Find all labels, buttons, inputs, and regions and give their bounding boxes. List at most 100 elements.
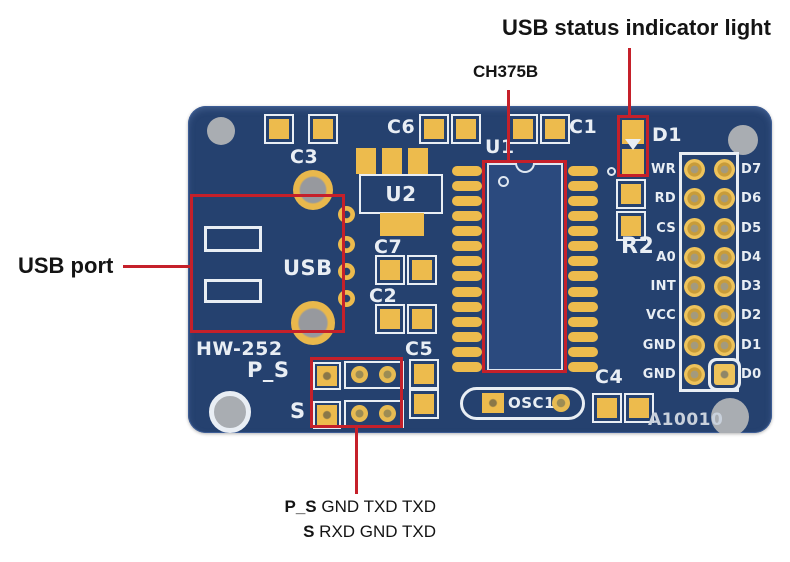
pin-label-left: WR — [651, 162, 676, 178]
header-pin-pad — [713, 246, 735, 268]
serial-line2-prefix: S — [303, 522, 315, 541]
osc1-pad — [552, 394, 570, 412]
c7-pad — [375, 255, 405, 285]
d1-silkscreen-label: D1 — [652, 124, 682, 146]
header-pin-pad — [683, 363, 705, 385]
header-pin-pad — [683, 305, 705, 327]
ps-silkscreen-label: P_S — [247, 358, 290, 382]
u2-outline: U2 — [359, 174, 443, 214]
pin-label-right: D7 — [741, 162, 762, 178]
pin-label-left: A0 — [656, 249, 676, 265]
usb-port-label: USB port — [18, 253, 114, 278]
header-pin-pad — [713, 276, 735, 298]
u2-silkscreen-label: U2 — [385, 182, 417, 206]
pin-header: WR D7 RD D6 CS D5 A0 D4 — [643, 152, 761, 392]
c2-pad — [407, 304, 437, 334]
c4-pad — [624, 393, 654, 423]
c5-pad — [409, 359, 439, 389]
u2-pad — [382, 148, 402, 174]
osc1-silkscreen-label: OSC1 — [508, 394, 555, 412]
c6-silkscreen-label: C6 — [387, 116, 416, 138]
header-pin-pad — [683, 217, 705, 239]
ch375b-leader-line — [507, 90, 510, 163]
led-polarity-triangle-icon — [625, 139, 641, 150]
serial-pinout-label: P_S GND TXD TXD S RXD GND TXD — [240, 494, 436, 544]
d1-led-pad — [622, 120, 644, 144]
mounting-hole-bottom-left — [209, 391, 251, 433]
pin-label-left: GND — [642, 366, 676, 382]
header-pin-pad — [713, 305, 735, 327]
c7-pad — [407, 255, 437, 285]
c2-pad — [375, 304, 405, 334]
c7-silkscreen-label: C7 — [374, 236, 403, 258]
u2-tab-pad — [380, 213, 424, 236]
pin-label-right: D1 — [741, 337, 762, 353]
usb-shell-hole — [291, 301, 335, 345]
ps-row-pad-outline — [344, 361, 404, 389]
s-silkscreen-label: S — [290, 399, 306, 423]
u1-left-pads — [452, 166, 482, 372]
mounting-hole-top-left — [207, 117, 235, 145]
ps-row-square-pad — [313, 362, 341, 390]
pin-label-left: GND — [642, 337, 676, 353]
mounting-hole-top-right — [728, 125, 758, 155]
pin-label-right: D2 — [741, 308, 762, 324]
serial-header-highlight-box — [310, 357, 403, 428]
header-pin1-square-pad — [713, 363, 735, 385]
serial-pinout-line1: P_S GND TXD TXD — [240, 494, 436, 519]
header-pin-pad — [713, 217, 735, 239]
pin-label-right: D4 — [741, 249, 762, 265]
serial-line1-prefix: P_S — [284, 497, 317, 516]
serial-line1-rest: GND TXD TXD — [316, 497, 436, 516]
header-pin-row: WR D7 — [651, 155, 761, 184]
header-pin-pad — [683, 334, 705, 356]
header-pin-pad — [683, 188, 705, 210]
usb-connector-pad-outline — [204, 226, 262, 252]
c4-silkscreen-label: C4 — [595, 366, 624, 388]
ps-row-pad — [379, 366, 396, 383]
header-pin-pad — [713, 188, 735, 210]
part-code-silkscreen-label: A10010 — [648, 410, 724, 430]
u2-pad — [408, 148, 428, 174]
r2-silkscreen-label: R2 — [621, 234, 655, 259]
silkscreen-dot-marker — [607, 167, 616, 176]
header-pin-row: GND D1 — [643, 331, 761, 360]
s-row-square-pad — [313, 401, 341, 429]
usb-port-highlight-box — [190, 194, 345, 333]
serial-pinout-line2: S RXD GND TXD — [240, 519, 436, 544]
mounting-hole-bottom-right — [711, 398, 749, 433]
pcb-board: C3 C6 C1 D1 R2 U1 — [188, 106, 772, 433]
r2-pad — [616, 179, 646, 209]
header-pin-row: INT D3 — [651, 272, 761, 301]
header-pin-pad — [683, 276, 705, 298]
header-pin-row: VCC D2 — [646, 301, 761, 330]
u2-pad — [356, 148, 376, 174]
ch375b-highlight-box — [482, 160, 567, 373]
c2-silkscreen-label: C2 — [369, 285, 398, 307]
u1-silkscreen-label: U1 — [485, 136, 515, 158]
c1-silkscreen-label: C1 — [569, 116, 598, 138]
serial-line2-rest: RXD GND TXD — [314, 522, 436, 541]
pin-label-right: D0 — [741, 366, 762, 382]
header-pin-row: CS D5 — [656, 214, 761, 243]
c1-pad — [540, 114, 570, 144]
header-pin-pad — [683, 246, 705, 268]
usb-status-led-highlight-box — [617, 115, 649, 177]
pin-label-left: INT — [650, 279, 676, 295]
ps-row-pad — [351, 366, 368, 383]
header-pin-row: GND D0 — [643, 360, 761, 389]
c3-pad — [264, 114, 294, 144]
header-pin-row: A0 D4 — [656, 243, 761, 272]
osc1-outline — [460, 387, 585, 420]
ch375b-label: CH375B — [473, 62, 539, 81]
header-pin-pad — [713, 334, 735, 356]
pin-label-left: VCC — [645, 308, 676, 324]
header-pin-row: RD D6 — [655, 184, 761, 213]
c5-silkscreen-label: C5 — [405, 338, 434, 360]
u1-right-pads — [568, 166, 598, 372]
c3-pad — [308, 114, 338, 144]
header-pin-pad — [683, 159, 705, 181]
c6-pad — [451, 114, 481, 144]
pin-label-right: D5 — [741, 220, 762, 236]
